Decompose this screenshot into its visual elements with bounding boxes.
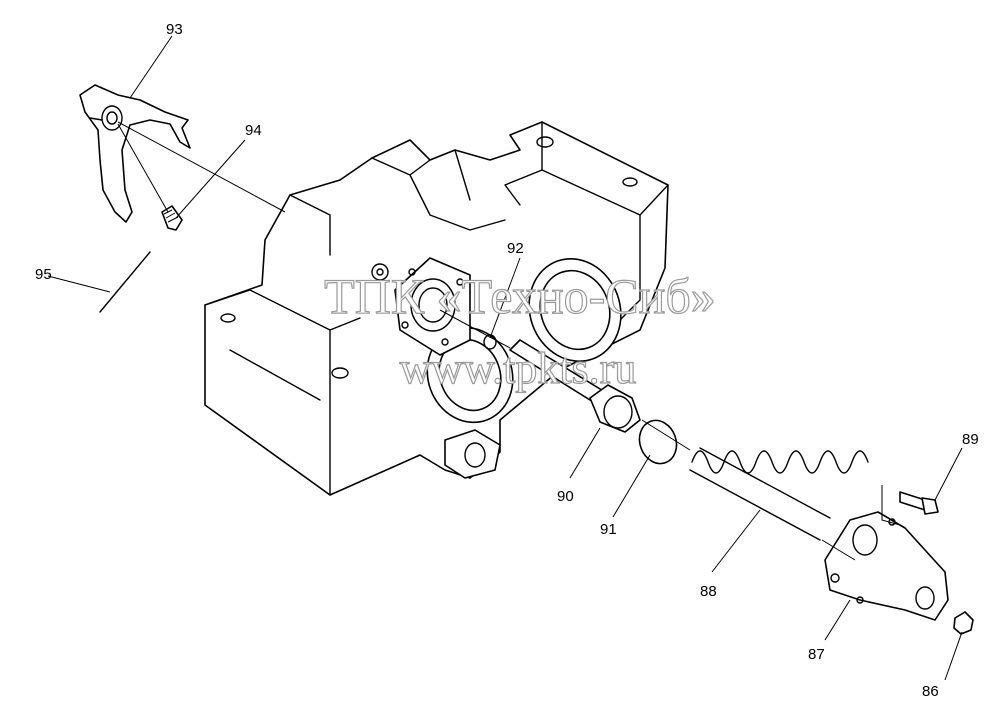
leader-lines [47,35,963,681]
spring-part [689,447,869,541]
end-cover-part [824,511,949,621]
callout-94: 94 [245,122,262,139]
o-ring-part [638,419,678,465]
shift-fork-part [79,84,191,223]
callout-87: 87 [808,646,825,663]
watermark-url: www.tpkts.ru [400,344,637,393]
watermark-company: ТПК «Техно-Сиб» [324,268,716,324]
watermark: ТПК «Техно-Сиб» www.tpkts.ru [324,267,717,393]
callout-89: 89 [962,431,979,448]
pin-part [99,251,151,313]
callout-95: 95 [35,266,52,283]
callout-93: 93 [166,21,183,38]
callout-91: 91 [600,521,617,538]
set-screw-part [161,205,183,231]
transmission-housing [204,121,669,496]
callout-90: 90 [557,488,574,505]
shift-rod-part [483,334,641,433]
callout-92: 92 [507,240,524,257]
bolt-part [881,485,939,526]
part-callouts: 93 94 95 92 90 91 88 89 87 86 [35,21,979,700]
nut-part [953,611,974,635]
assembly-axis-lines [117,121,856,561]
callout-88: 88 [700,583,717,600]
callout-86: 86 [922,683,939,700]
